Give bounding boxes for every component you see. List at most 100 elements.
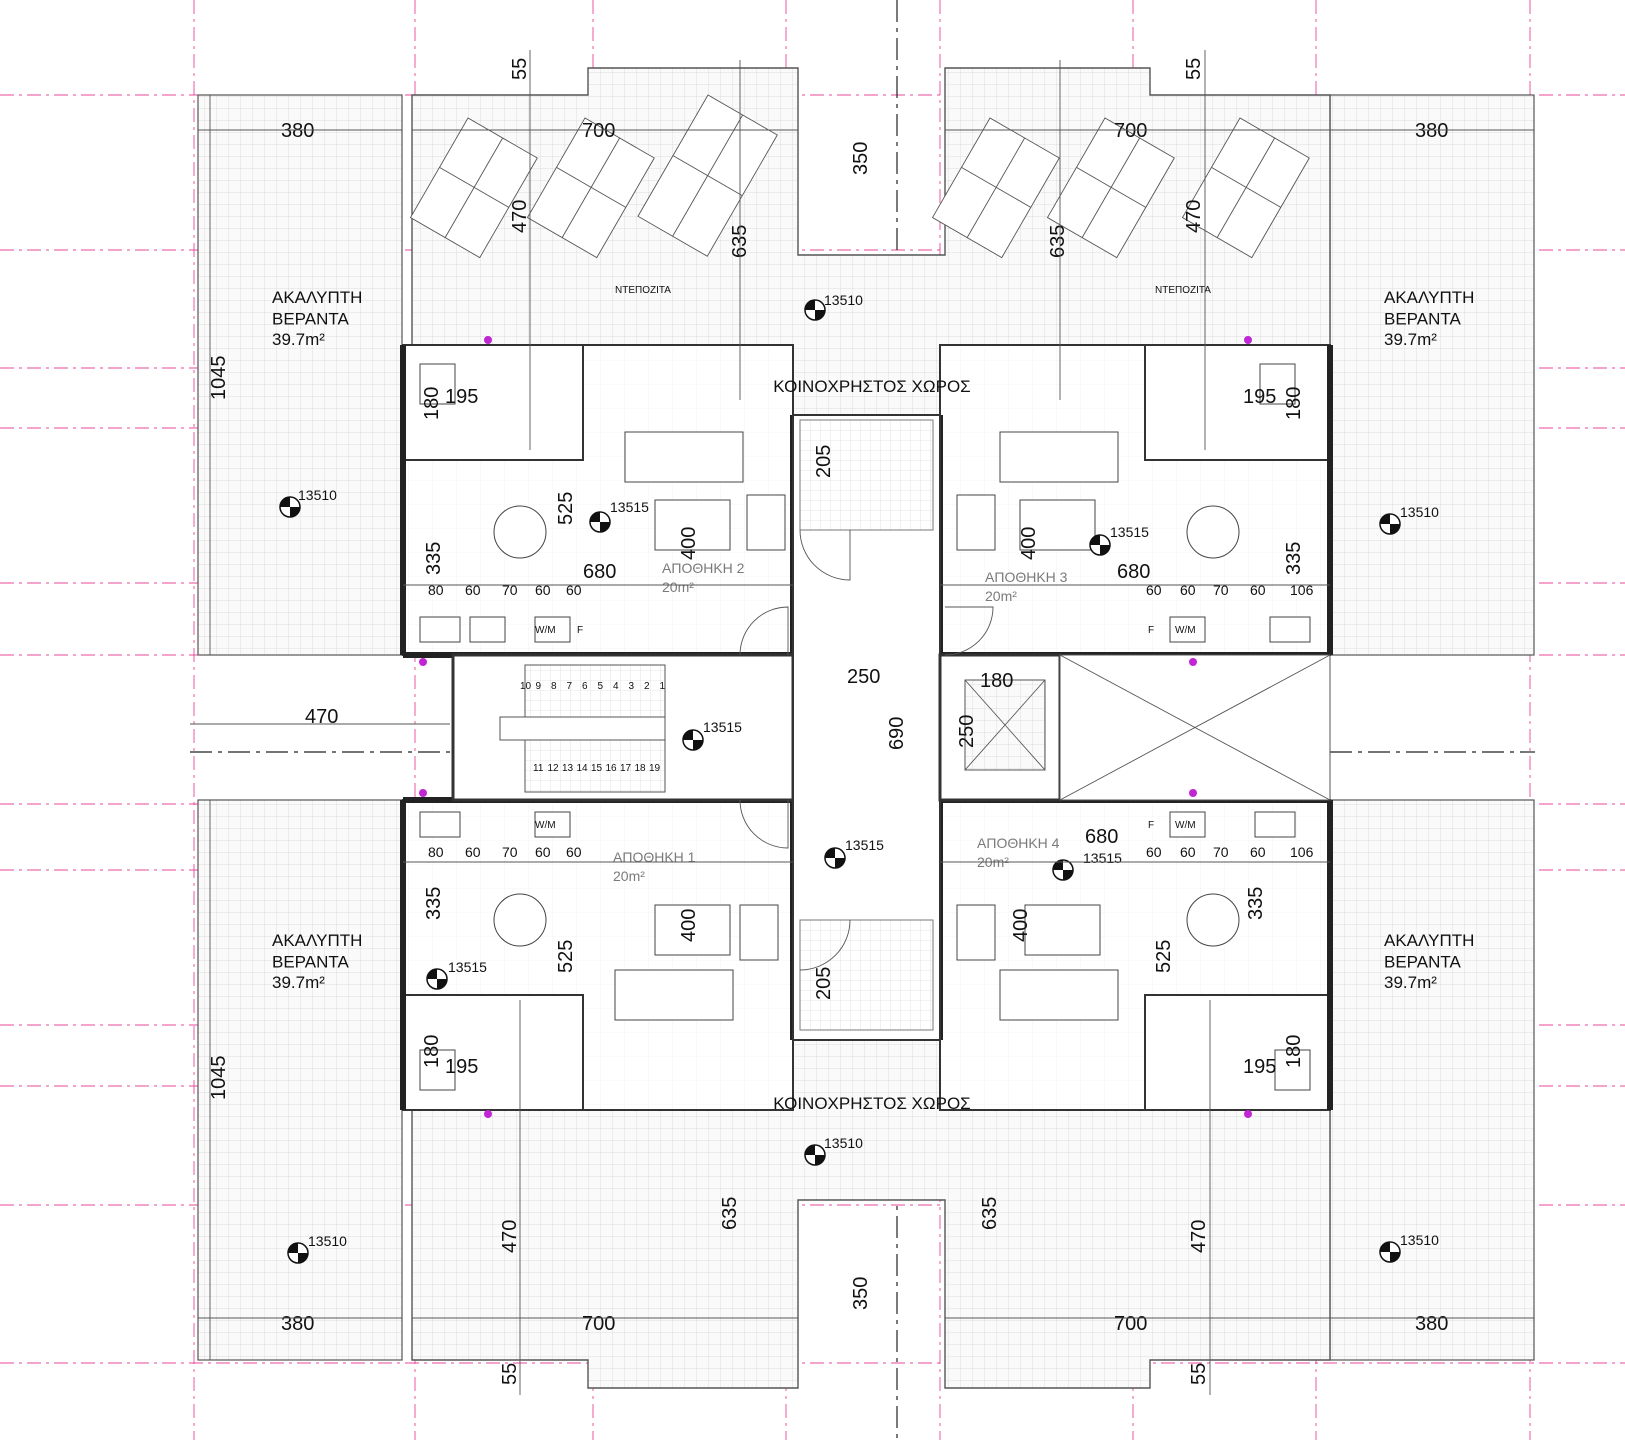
svg-text:106: 106 <box>1290 844 1314 860</box>
storage-3-label: ΑΠΟΘΗΚΗ 3 <box>985 569 1068 585</box>
furniture <box>419 363 1311 1091</box>
svg-text:60: 60 <box>566 582 582 598</box>
svg-text:13510: 13510 <box>298 487 337 503</box>
stair-number: 18 <box>635 763 647 774</box>
stair-core <box>451 653 795 802</box>
stair-number: 3 <box>629 681 635 692</box>
wm-label: W/M <box>1175 625 1196 636</box>
svg-text:680: 680 <box>1117 561 1150 583</box>
dimension-lines <box>190 50 1534 1395</box>
tank-label-left: ΝΤΕΠΟΖΙΤΑ <box>615 285 671 296</box>
stair-number: 15 <box>591 763 603 774</box>
stair-number: 7 <box>567 681 573 692</box>
svg-text:690: 690 <box>886 717 908 750</box>
appliance-labels: W/M F W/M F W/M W/M F <box>535 625 1196 831</box>
svg-text:70: 70 <box>502 582 518 598</box>
svg-text:13515: 13515 <box>610 499 649 515</box>
storage-1-label: ΑΠΟΘΗΚΗ 1 <box>613 849 696 865</box>
wm-label: W/M <box>535 625 556 636</box>
svg-text:680: 680 <box>1085 826 1118 848</box>
corridor <box>792 414 941 1041</box>
svg-text:195: 195 <box>445 1056 478 1078</box>
common-area-label-top: ΚΟΙΝΟΧΡΗΣΤΟΣ ΧΩΡΟΣ <box>773 377 970 396</box>
svg-text:60: 60 <box>1250 844 1266 860</box>
storage-4-label: ΑΠΟΘΗΚΗ 4 <box>977 835 1060 851</box>
svg-text:60: 60 <box>465 582 481 598</box>
svg-text:470: 470 <box>1188 1220 1210 1253</box>
svg-text:400: 400 <box>1018 527 1040 560</box>
svg-text:13515: 13515 <box>1110 524 1149 540</box>
svg-text:680: 680 <box>583 561 616 583</box>
veranda-area: 39.7m² <box>272 973 325 992</box>
svg-text:80: 80 <box>428 844 444 860</box>
kitchen-dimensions: 80 60 70 60 60 60 60 70 60 106 80 60 70 … <box>428 582 1314 860</box>
svg-text:635: 635 <box>719 1197 741 1230</box>
svg-text:13510: 13510 <box>308 1233 347 1249</box>
svg-text:525: 525 <box>555 492 577 525</box>
stair-number: 12 <box>548 763 560 774</box>
svg-text:70: 70 <box>1213 844 1229 860</box>
svg-text:13515: 13515 <box>1083 850 1122 866</box>
stair-number: 14 <box>577 763 589 774</box>
wm-label: W/M <box>535 820 556 831</box>
svg-text:470: 470 <box>509 200 531 233</box>
stair-number: 9 <box>536 681 542 692</box>
svg-text:60: 60 <box>1146 582 1162 598</box>
svg-text:195: 195 <box>1243 1056 1276 1078</box>
stair-number: 16 <box>606 763 618 774</box>
svg-text:1045: 1045 <box>208 1056 230 1101</box>
svg-text:335: 335 <box>423 887 445 920</box>
svg-text:70: 70 <box>502 844 518 860</box>
svg-text:205: 205 <box>813 445 835 478</box>
svg-text:60: 60 <box>535 582 551 598</box>
svg-text:350: 350 <box>850 1277 872 1310</box>
stair-number: 4 <box>613 681 619 692</box>
svg-text:400: 400 <box>1010 909 1032 942</box>
svg-text:380: 380 <box>1415 120 1448 142</box>
storage-3-area: 20m² <box>985 588 1017 604</box>
stair-number: 11 <box>533 763 544 774</box>
unit-bottom-right <box>937 797 1333 1111</box>
stair-number: 8 <box>551 681 557 692</box>
svg-text:13510: 13510 <box>824 1135 863 1151</box>
svg-text:205: 205 <box>813 967 835 1000</box>
svg-text:335: 335 <box>1245 887 1267 920</box>
svg-text:525: 525 <box>555 940 577 973</box>
svg-text:700: 700 <box>582 1313 615 1335</box>
stair-number: 13 <box>562 763 574 774</box>
svg-text:13515: 13515 <box>845 837 884 853</box>
svg-text:13510: 13510 <box>1400 504 1439 520</box>
svg-text:250: 250 <box>847 666 880 688</box>
svg-text:335: 335 <box>423 542 445 575</box>
column-points <box>419 336 1252 1118</box>
svg-text:55: 55 <box>509 58 531 80</box>
svg-text:80: 80 <box>428 582 444 598</box>
svg-text:180: 180 <box>980 670 1013 692</box>
stair-number: 10 <box>520 681 532 692</box>
svg-text:635: 635 <box>979 1197 1001 1230</box>
svg-text:700: 700 <box>1114 1313 1147 1335</box>
fridge-label: F <box>577 625 583 636</box>
svg-text:195: 195 <box>1243 386 1276 408</box>
svg-text:525: 525 <box>1153 940 1175 973</box>
svg-text:195: 195 <box>445 386 478 408</box>
tank-label-right: ΝΤΕΠΟΖΙΤΑ <box>1155 285 1211 296</box>
svg-text:180: 180 <box>1283 387 1305 420</box>
svg-text:60: 60 <box>1250 582 1266 598</box>
svg-text:55: 55 <box>1188 1363 1210 1385</box>
stair-number: 1 <box>660 681 666 692</box>
svg-text:55: 55 <box>499 1363 521 1385</box>
level-markers <box>279 299 1401 1264</box>
storage-2-area: 20m² <box>662 579 694 595</box>
stair-number: 19 <box>649 763 661 774</box>
svg-text:470: 470 <box>1183 200 1205 233</box>
veranda-area: 39.7m² <box>1384 973 1437 992</box>
svg-text:1045: 1045 <box>208 356 230 401</box>
